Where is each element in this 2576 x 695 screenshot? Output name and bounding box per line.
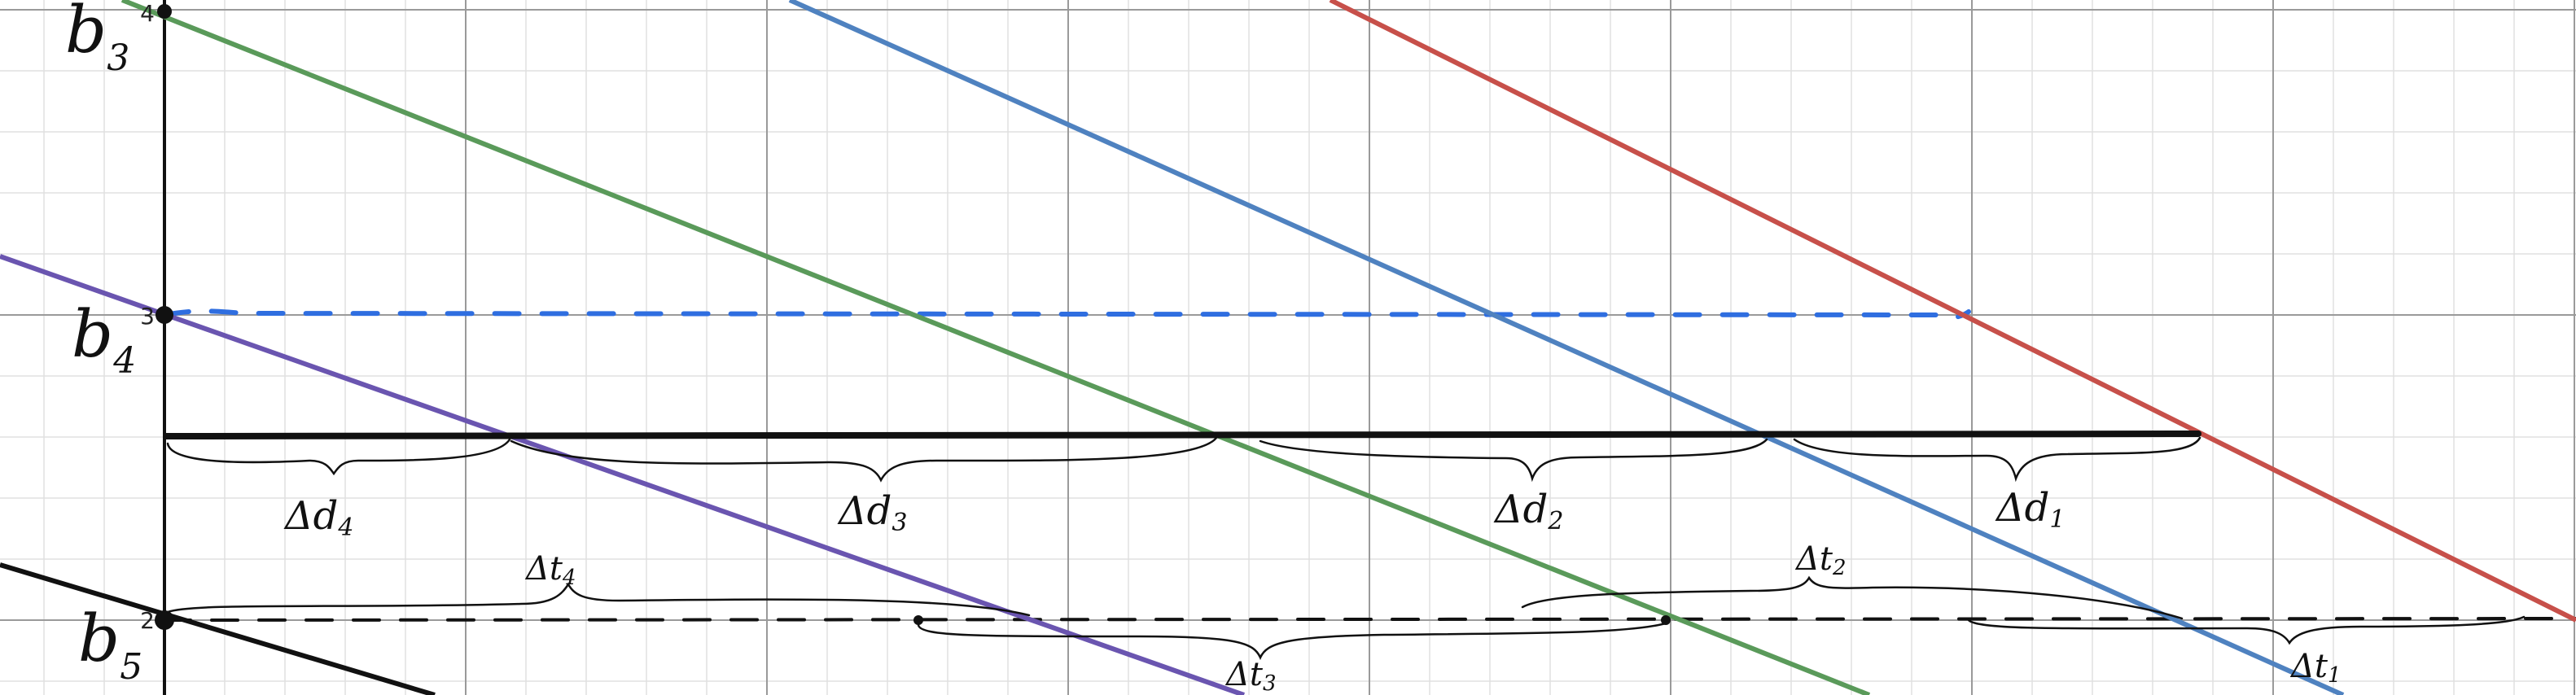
red-line: [1329, 0, 2576, 623]
brace-t2: [1521, 575, 2184, 620]
label-delta-t2: Δt2: [1794, 540, 1847, 580]
blue-line: [788, 0, 2345, 695]
y-tick-label: 3: [140, 303, 155, 330]
brace-t4: [166, 582, 1031, 617]
label-delta-d3: Δd3: [837, 488, 907, 537]
distance-bar: [163, 431, 2201, 439]
black-line: [0, 562, 436, 695]
label-delta-t1: Δt1: [2289, 648, 2342, 688]
brace-d1: [1793, 436, 2201, 483]
brace-d2: [1259, 438, 1768, 483]
label-b4: b4: [72, 296, 136, 382]
label-b5: b5: [78, 601, 142, 688]
label-delta-d1: Δd1: [1995, 485, 2065, 534]
point-b4: [156, 306, 173, 324]
green-line: [120, 0, 1871, 695]
point-t3-start: [913, 615, 923, 625]
point-b3: [157, 4, 172, 19]
y-tick-label: 4: [140, 0, 155, 27]
label-delta-t3: Δt3: [1224, 656, 1277, 695]
purple-line: [0, 254, 1245, 695]
brace-d3: [510, 436, 1218, 483]
brace-d4: [166, 438, 511, 476]
point-b5: [155, 610, 174, 630]
point-t2-start: [1661, 615, 1671, 625]
label-delta-d2: Δd2: [1493, 487, 1563, 535]
brace-t1: [1967, 615, 2526, 645]
dashed-line-y3: [162, 308, 1971, 321]
label-delta-d4: Δd4: [283, 493, 353, 542]
brace-t3: [917, 622, 1667, 661]
y-tick-label: 2: [140, 607, 155, 634]
label-delta-t4: Δt4: [524, 550, 576, 590]
label-b3: b3: [65, 0, 129, 79]
